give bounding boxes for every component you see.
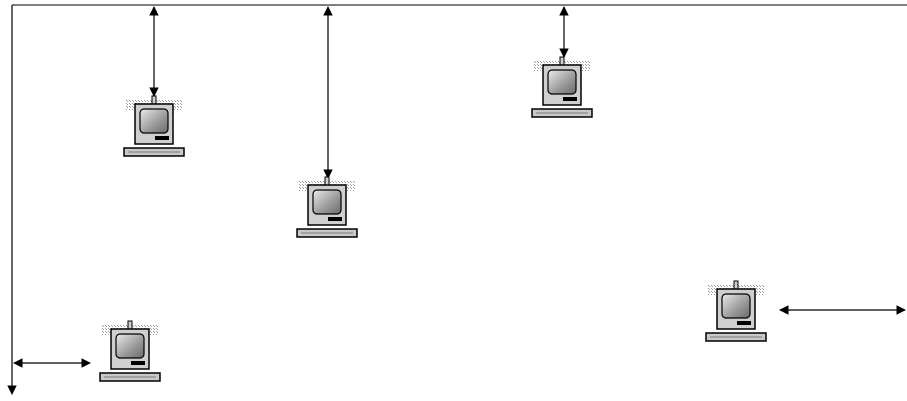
computer-icon [296, 176, 358, 238]
computer-icon [531, 56, 593, 118]
computer-icon [123, 95, 185, 157]
computer-icon [705, 280, 767, 342]
computer-icon [99, 320, 161, 382]
